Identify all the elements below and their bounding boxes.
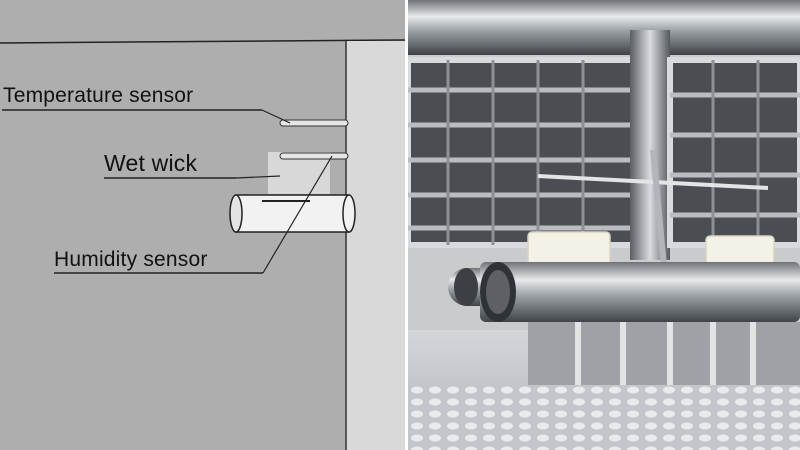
chamber-photo xyxy=(408,0,800,450)
diagram-drawing xyxy=(0,39,405,450)
chamber-top-edge xyxy=(0,39,405,44)
humidity-sensor-rod xyxy=(279,152,349,160)
temperature-sensor-label: Temperature sensor xyxy=(3,84,194,107)
chamber-ceiling xyxy=(408,0,800,55)
water-tube-front xyxy=(480,262,800,322)
wet-wick-label: Wet wick xyxy=(104,150,198,176)
left-grille xyxy=(408,57,636,248)
humidity-leader-line xyxy=(262,155,333,274)
humidity-sensor-label: Humidity sensor xyxy=(54,248,208,271)
tube-end-left xyxy=(229,194,243,233)
temperature-probe xyxy=(537,174,769,190)
photo-illustration xyxy=(408,0,800,450)
right-grille xyxy=(667,57,800,248)
center-pillar xyxy=(630,30,670,260)
tube-back-end xyxy=(454,268,478,306)
perforated-floor xyxy=(408,385,800,450)
sensor-diagram: Temperature sensor Wet wick Humidity sen… xyxy=(0,0,405,450)
wick-leader-line xyxy=(235,175,281,179)
tube-end-right xyxy=(342,194,356,233)
panel-divider xyxy=(405,0,408,450)
temperature-sensor-rod xyxy=(279,119,349,127)
temperature-leader-line xyxy=(261,109,291,124)
tube-front-bore xyxy=(486,270,510,314)
chamber-side-wall xyxy=(346,41,405,450)
